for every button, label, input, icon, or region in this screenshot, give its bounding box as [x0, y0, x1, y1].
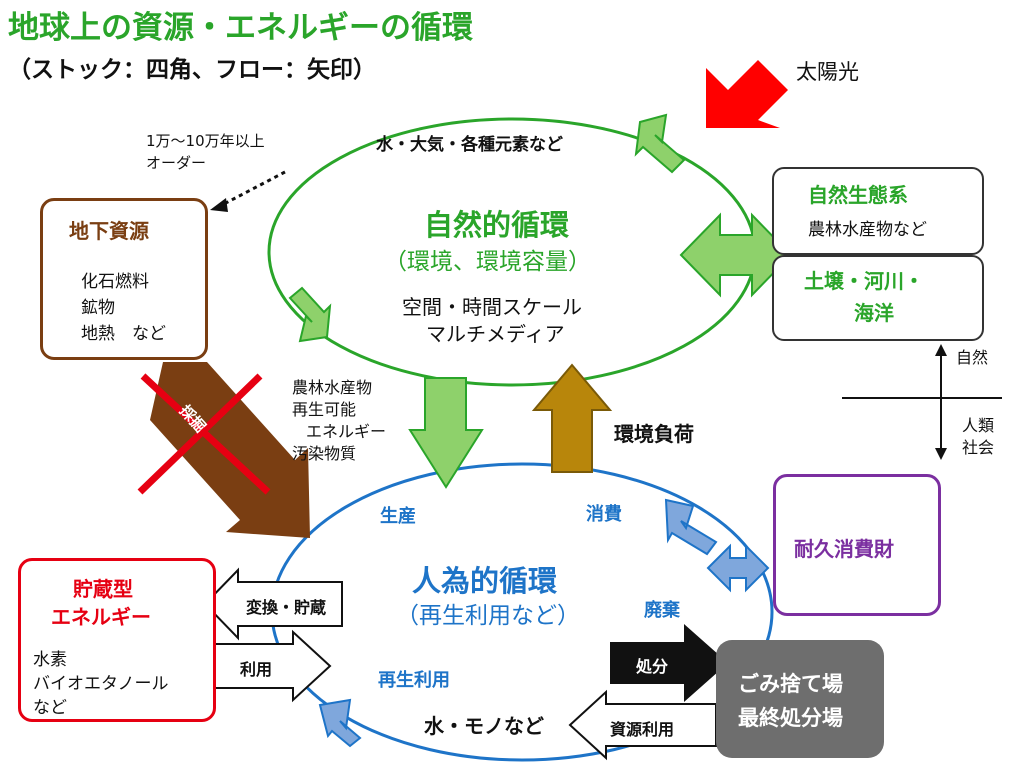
consumption-arrow — [664, 498, 718, 556]
flow-down-line2: 再生可能 — [292, 400, 357, 419]
human-cycle-sub: （再生利用など） — [396, 603, 580, 629]
flow-down-line4: 汚染物質 — [292, 444, 357, 463]
ecosystem-box: 自然生態系 農林水産物など — [772, 167, 984, 255]
storage-title-1: 貯蔵型 — [73, 577, 133, 601]
time-order-line2: オーダー — [146, 154, 207, 172]
page-title: 地球上の資源・エネルギーの循環 — [8, 10, 473, 46]
axis-down-label-1: 人類 — [962, 416, 995, 435]
storage-box: 貯蔵型 エネルギー 水素 バイオエタノール など — [18, 558, 216, 722]
storage-item-3: など — [33, 698, 67, 718]
storage-item-1: 水素 — [33, 650, 67, 670]
disposal-label: 廃棄 — [644, 600, 680, 621]
production-label: 生産 — [380, 506, 416, 527]
soil-title-1: 土壌・河川・ — [804, 269, 924, 293]
natural-top-label: 水・大気・各種元素など — [376, 135, 563, 155]
convert-store-label: 変換・貯蔵 — [246, 598, 327, 617]
axis-down-label-2: 社会 — [962, 438, 995, 457]
mining-cross-line-1 — [140, 373, 271, 495]
storage-item-2: バイオエタノール — [33, 674, 169, 694]
recycle-arrow — [318, 698, 362, 748]
underground-item-3: 地熱 など — [81, 324, 166, 344]
natural-cycle-sub: （環境、環境容量） — [384, 249, 591, 275]
human-bottom-label: 水・モノなど — [424, 714, 544, 738]
use-arrow — [205, 629, 332, 703]
landfill-line-2: 最終処分場 — [738, 706, 843, 730]
human-cycle-name: 人為的循環 — [412, 564, 558, 598]
disposal-arrow — [610, 624, 728, 702]
sunlight-label: 太陽光 — [796, 60, 859, 84]
underground-box: 地下資源 化石燃料 鉱物 地熱 など — [40, 198, 208, 360]
natural-cycle-name: 自然的循環 — [424, 208, 570, 242]
consumption-label: 消費 — [586, 504, 622, 525]
natural-flow-arrow-top — [634, 113, 686, 174]
landfill-line-1: ごみ捨て場 — [738, 672, 843, 696]
flow-down-line1: 農林水産物 — [292, 378, 373, 397]
ecosystem-detail: 農林水産物など — [808, 220, 927, 240]
soil-title-2: 海洋 — [854, 301, 894, 325]
underground-title: 地下資源 — [69, 219, 149, 243]
axis-up-label: 自然 — [956, 348, 989, 367]
axis-down-arrowhead — [935, 448, 947, 460]
env-load-label: 環境負荷 — [614, 422, 694, 446]
durable-box: 耐久消費財 — [773, 474, 941, 616]
natural-flow-arrow-left — [288, 286, 332, 343]
resource-use-label: 資源利用 — [610, 720, 675, 739]
axis-up-arrowhead — [935, 344, 947, 356]
flow-down-line3: エネルギー — [306, 422, 387, 441]
underground-item-2: 鉱物 — [81, 298, 115, 318]
time-order-dotted-line — [221, 170, 286, 207]
flow-down-arrow — [408, 377, 484, 489]
landfill-box: ごみ捨て場 最終処分場 — [716, 640, 884, 758]
natural-scale-1: 空間・時間スケール — [402, 295, 582, 319]
durable-title: 耐久消費財 — [794, 537, 894, 561]
underground-item-1: 化石燃料 — [81, 272, 149, 292]
page-subtitle: （ストック：四角、フロー：矢印） — [8, 57, 376, 83]
time-order-arrowhead — [210, 198, 228, 212]
time-order-line1: 1万～10万年以上 — [146, 132, 265, 150]
env-load-arrow — [531, 363, 613, 473]
mining-arrow — [150, 362, 310, 538]
disposal-act-label: 処分 — [636, 657, 669, 676]
mining-cross-line-2 — [137, 373, 263, 495]
storage-title-2: エネルギー — [51, 605, 151, 629]
convert-store-arrow — [203, 567, 343, 641]
ecosystem-title: 自然生態系 — [808, 183, 908, 207]
durable-double-arrow — [706, 543, 770, 593]
use-label: 利用 — [240, 660, 273, 679]
recycle-label: 再生利用 — [378, 670, 450, 691]
soil-box: 土壌・河川・ 海洋 — [772, 255, 984, 341]
natural-scale-2: マルチメディア — [426, 322, 565, 346]
sunlight-arrow — [706, 60, 788, 128]
